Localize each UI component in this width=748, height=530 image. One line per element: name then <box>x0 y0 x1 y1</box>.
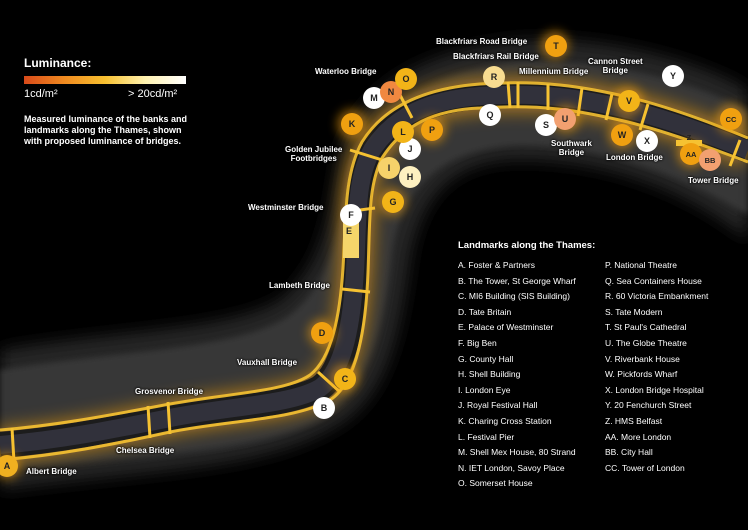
landmark-key-item: H. Shell Building <box>458 369 521 380</box>
london-bridge-label: London Bridge <box>606 153 663 162</box>
grosvenor-bridge-line <box>166 401 172 435</box>
landmark-marker-o[interactable]: O <box>395 68 417 90</box>
landmark-key-item: O. Somerset House <box>458 478 533 489</box>
blackfriars-rail-bridge-line <box>506 81 512 109</box>
tower-bridge-line <box>728 139 742 167</box>
landmarks-key-column-2: P. National Theatre Q. Sea Containers Ho… <box>605 258 708 476</box>
landmark-marker-c[interactable]: C <box>334 368 356 390</box>
landmark-key-item: Z. HMS Belfast <box>605 415 663 426</box>
landmark-marker-j[interactable]: J <box>399 138 421 160</box>
chelsea-bridge-line <box>146 405 152 439</box>
north-bank-line <box>0 81 748 432</box>
landmark-key-item: J. Royal Festival Hall <box>458 400 538 411</box>
tower-bridge-label: Tower Bridge <box>688 176 739 185</box>
lambeth-bridge-line <box>341 287 371 294</box>
southwark-bridge-line <box>576 87 584 117</box>
palace-of-westminster-block <box>343 218 359 258</box>
landmarks-key-column-1: A. Foster & Partners B. The Tower, St Ge… <box>458 258 576 492</box>
landmark-marker-q[interactable]: Q <box>479 104 501 126</box>
landmark-marker-k[interactable]: K <box>341 113 363 135</box>
legend-caption: Measured luminance of the banks and land… <box>24 114 188 146</box>
landmark-key-item: AA. More London <box>605 431 672 442</box>
landmark-marker-s[interactable]: S <box>535 114 557 136</box>
landmark-key-item: N. IET London, Savoy Place <box>458 462 565 473</box>
landmark-key-item: M. Shell Mex House, 80 Strand <box>458 447 576 458</box>
southwark-bridge-label: Southwark Bridge <box>551 139 592 157</box>
waterloo-bridge-label: Waterloo Bridge <box>315 67 377 76</box>
landmark-key-item: K. Charing Cross Station <box>458 415 552 426</box>
landmark-key-item: U. The Globe Theatre <box>605 337 687 348</box>
golden-jubilee-bridge-line <box>349 148 383 162</box>
landmark-marker-h[interactable]: H <box>399 166 421 188</box>
blackfriars-road-bridge-label: Blackfriars Road Bridge <box>436 37 528 46</box>
landmark-marker-g[interactable]: G <box>382 191 404 213</box>
landmark-key-item: Q. Sea Containers House <box>605 275 702 286</box>
landmark-marker-t[interactable]: T <box>545 35 567 57</box>
landmark-key-item: F. Big Ben <box>458 337 497 348</box>
legend-max-label: > 20cd/m² <box>128 88 178 100</box>
grosvenor-bridge-label: Grosvenor Bridge <box>135 387 204 396</box>
cannon-street-bridge-label: Cannon Street Bridge <box>588 57 643 75</box>
landmark-marker-d[interactable]: D <box>311 322 333 344</box>
landmark-key-item: G. County Hall <box>458 353 514 364</box>
landmark-marker-cc[interactable]: CC <box>720 108 742 130</box>
blackfriars-rail-bridge-label: Blackfriars Rail Bridge <box>453 52 539 61</box>
landmark-key-item: V. Riverbank House <box>605 353 680 364</box>
landmark-marker-i[interactable]: I <box>378 157 400 179</box>
landmark-marker-y[interactable]: Y <box>662 65 684 87</box>
landmark-marker-r[interactable]: R <box>483 66 505 88</box>
landmark-key-item: E. Palace of Westminster <box>458 322 554 333</box>
landmark-key-item: P. National Theatre <box>605 260 677 270</box>
chelsea-bridge-label: Chelsea Bridge <box>116 446 175 455</box>
albert-bridge-label: Albert Bridge <box>26 467 77 476</box>
landmark-key-item: X. London Bridge Hospital <box>605 384 704 395</box>
landmark-marker-a[interactable]: A <box>0 455 18 477</box>
luminance-gradient-bar <box>24 76 186 84</box>
landmark-key-item: R. 60 Victoria Embankment <box>605 291 709 302</box>
landmark-key-item: C. MI6 Building (SIS Building) <box>458 291 570 302</box>
lambeth-bridge-label: Lambeth Bridge <box>269 281 330 290</box>
golden-jubilee-footbridges-label: Golden Jubilee Footbridges <box>285 145 343 163</box>
landmark-marker-v[interactable]: V <box>618 90 640 112</box>
landmark-key-item: L. Festival Pier <box>458 431 515 442</box>
landmark-marker-n[interactable]: N <box>380 81 402 103</box>
landmark-marker-x[interactable]: X <box>636 130 658 152</box>
landmark-key-item: Y. 20 Fenchurch Street <box>605 400 692 411</box>
landmark-key-item: B. The Tower, St George Wharf <box>458 275 576 286</box>
london-bridge-line <box>638 103 650 131</box>
landmark-marker-z[interactable]: Z <box>686 132 692 142</box>
landmark-marker-l[interactable]: L <box>392 121 414 143</box>
landmark-marker-bb[interactable]: BB <box>699 149 721 171</box>
landmark-key-item: A. Foster & Partners <box>458 260 535 270</box>
city-area-inner <box>0 61 748 471</box>
landmark-marker-w[interactable]: W <box>611 124 633 146</box>
landmark-marker-b[interactable]: B <box>313 397 335 419</box>
landmark-marker-aa[interactable]: AA <box>680 143 702 165</box>
landmark-marker-f[interactable]: F <box>340 204 362 226</box>
landmark-marker-u[interactable]: U <box>554 108 576 130</box>
landmark-key-item: CC. Tower of London <box>605 462 685 473</box>
landmark-marker-p[interactable]: P <box>421 119 443 141</box>
legend-min-label: 1cd/m² <box>24 88 58 100</box>
landmark-key-item: T. St Paul's Cathedral <box>605 322 687 333</box>
landmark-key-item: D. Tate Britain <box>458 306 512 317</box>
vauxhall-bridge-label: Vauxhall Bridge <box>237 358 298 367</box>
landmark-key-item: BB. City Hall <box>605 447 653 458</box>
landmark-key-item: I. London Eye <box>458 384 511 395</box>
legend-title: Luminance: <box>24 56 92 70</box>
millennium-bridge-label: Millennium Bridge <box>519 67 589 76</box>
landmarks-key-title: Landmarks along the Thames: <box>458 240 596 251</box>
landmark-marker-e[interactable]: E <box>345 226 352 236</box>
bridges <box>10 81 742 463</box>
landmark-key-item: S. Tate Modern <box>605 306 663 317</box>
waterloo-bridge-line <box>398 94 414 119</box>
westminster-bridge-label: Westminster Bridge <box>248 203 324 212</box>
landmark-key-item: W. Pickfords Wharf <box>605 369 678 380</box>
landmark-marker-m[interactable]: M <box>363 87 385 109</box>
cannon-street-bridge-line <box>604 93 614 121</box>
